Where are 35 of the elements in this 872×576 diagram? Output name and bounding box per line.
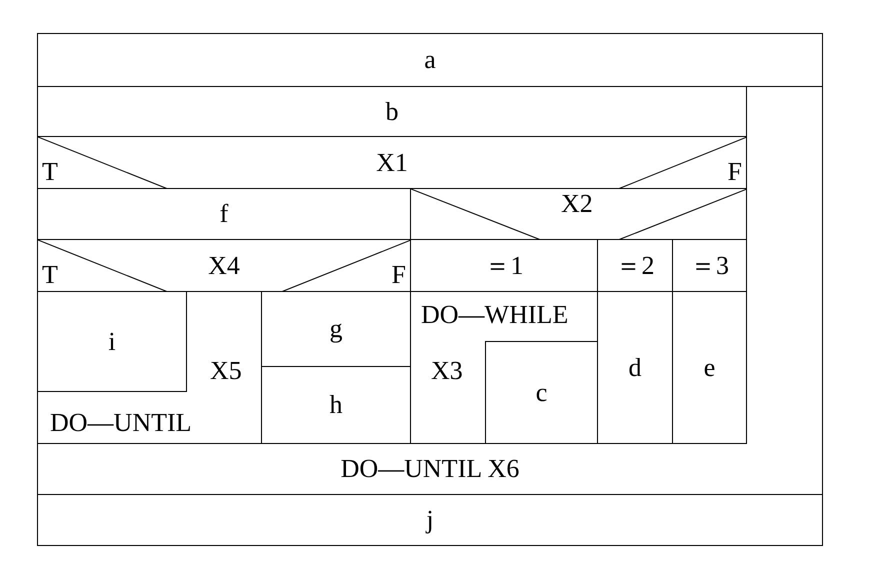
cell-text: DO—UNTIL	[50, 408, 192, 437]
loop-block	[37, 86, 823, 495]
cell-text: e	[704, 354, 716, 380]
cell-text: T	[42, 157, 58, 186]
cell-text: g	[330, 316, 342, 342]
cell-text: j	[426, 507, 434, 533]
cell-text: X3	[431, 356, 463, 385]
cell-text: b	[386, 98, 398, 124]
process-box	[672, 291, 747, 444]
process-box	[37, 291, 187, 392]
cell-text: T	[42, 260, 58, 289]
process-box	[485, 341, 598, 444]
case-block	[410, 188, 747, 240]
loop-block	[37, 291, 262, 444]
decision-block	[37, 136, 747, 189]
cell-text: f	[220, 201, 228, 227]
cell-text: c	[536, 380, 548, 406]
cell-text: X4	[208, 252, 240, 278]
cell-text: F	[728, 157, 742, 186]
process-box	[37, 494, 823, 546]
cell-text: X2	[561, 189, 593, 218]
cell-text: ＝1	[484, 252, 524, 278]
decision-block	[37, 239, 411, 292]
cell-text: DO—WHILE	[421, 300, 568, 329]
cell-text: ＝3	[690, 252, 729, 278]
cell-text: DO—UNTIL X6	[340, 456, 520, 482]
cell-text: X5	[210, 356, 242, 385]
cell-text: X1	[376, 150, 408, 176]
cell-text: ＝2	[616, 252, 654, 278]
cell-text: F	[392, 260, 406, 289]
cell-text: i	[108, 328, 116, 354]
cell-text: a	[424, 47, 436, 73]
cell-text: d	[628, 354, 642, 380]
cell-text: h	[330, 392, 342, 418]
process-box	[37, 33, 823, 87]
